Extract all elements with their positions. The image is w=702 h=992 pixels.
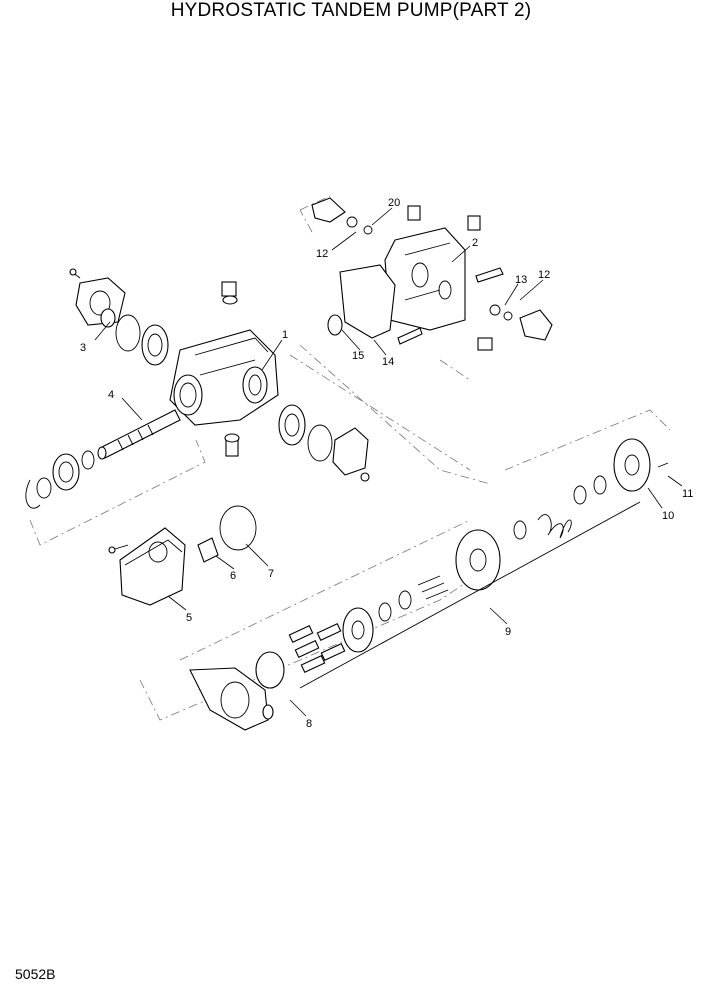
callout-13: 13 xyxy=(515,274,527,286)
callout-11: 11 xyxy=(682,488,693,500)
port-plate-part xyxy=(613,438,651,492)
page-title: HYDROSTATIC TANDEM PUMP(PART 2) xyxy=(170,0,532,21)
gasket-part xyxy=(339,264,396,339)
flange-plate-part xyxy=(69,268,126,328)
o-ring-part xyxy=(115,314,141,352)
callout-3: 3 xyxy=(80,342,86,354)
rotating-group-part xyxy=(288,475,641,689)
callout-9: 9 xyxy=(505,626,511,638)
seal-15-part xyxy=(327,314,343,336)
callout-6: 6 xyxy=(230,570,236,582)
callout-10: 10 xyxy=(662,510,674,522)
callout-12-upper: 12 xyxy=(316,248,328,260)
bearing-part xyxy=(141,324,169,366)
rear-o-ring-part xyxy=(307,424,333,462)
coupling-6-part xyxy=(197,537,219,563)
callout-15: 15 xyxy=(352,350,364,362)
callout-8: 8 xyxy=(306,718,312,730)
callout-12-right: 12 xyxy=(538,269,550,281)
pump-housing-part xyxy=(169,281,279,457)
pin-11-part xyxy=(657,462,669,468)
drive-shaft-part xyxy=(25,409,181,509)
callout-14: 14 xyxy=(382,356,394,368)
end-cover-part xyxy=(332,427,370,482)
charge-pump-part xyxy=(108,527,186,606)
callout-7: 7 xyxy=(268,568,274,580)
callout-labels: 1 2 3 4 5 6 7 8 9 10 11 12 12 13 14 15 2… xyxy=(80,197,693,730)
leader-lines xyxy=(94,207,683,717)
callout-2: 2 xyxy=(472,237,478,249)
o-ring-7-part xyxy=(219,505,257,551)
swash-plate-part xyxy=(189,651,285,731)
callout-1: 1 xyxy=(282,329,288,341)
callout-5: 5 xyxy=(186,612,192,624)
valve-block-part xyxy=(384,205,504,351)
relief-cartridge-upper xyxy=(311,197,373,235)
callout-20: 20 xyxy=(388,197,400,209)
rear-bearing-part xyxy=(278,404,306,446)
assembly-guide-lines xyxy=(29,195,671,721)
relief-cartridge-lower xyxy=(489,304,553,341)
page-code: 5052B xyxy=(15,966,56,982)
piston-set xyxy=(288,622,346,674)
callout-4: 4 xyxy=(108,389,114,401)
